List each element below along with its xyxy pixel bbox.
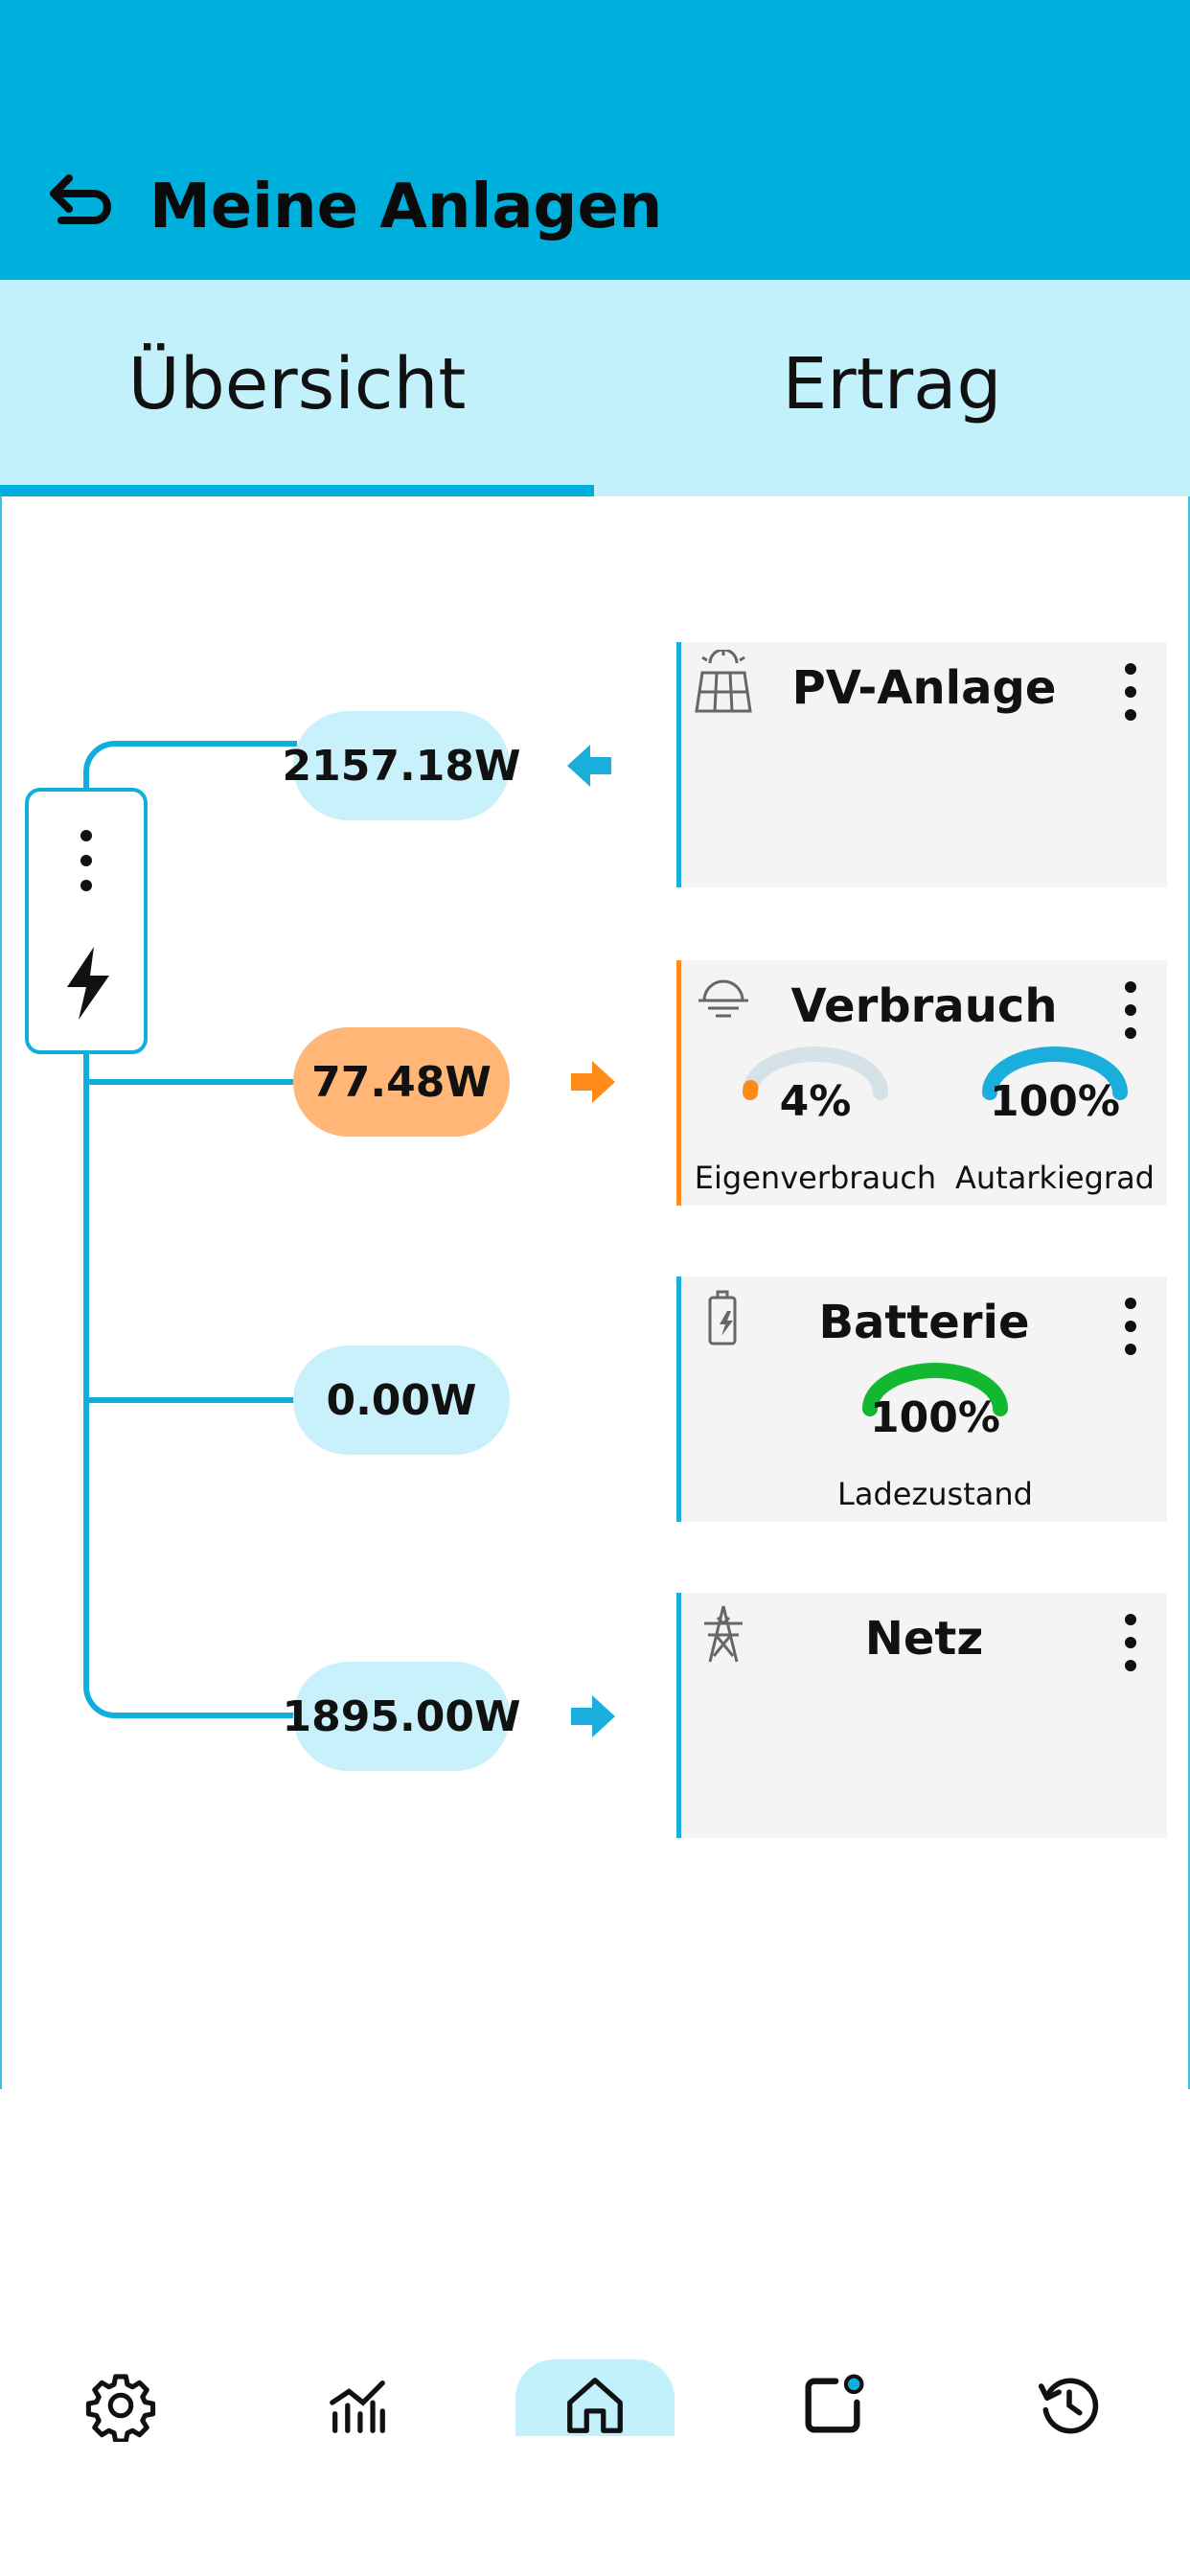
battery-charge-gauge-fill	[862, 1363, 1008, 1416]
notification-icon	[805, 2374, 864, 2433]
consumption-card-title: Verbrauch	[790, 979, 1058, 1033]
battery-power-value: 0.00W	[293, 1346, 510, 1455]
nav-history-button[interactable]	[1012, 2348, 1127, 2463]
chart-icon	[330, 2380, 385, 2433]
battery-charge-value: 100%	[870, 1393, 1000, 1442]
self-consumption-value: 4%	[779, 1077, 852, 1126]
arrow-right-icon	[571, 1695, 615, 1737]
gear-icon	[85, 2374, 156, 2442]
nav-settings-button[interactable]	[63, 2348, 178, 2463]
solar-panel-icon	[695, 650, 752, 713]
self-consumption-label: Eigenverbrauch	[694, 1160, 937, 1196]
power-tower-icon	[704, 1605, 743, 1663]
pv-power-value: 2157.18W	[283, 711, 520, 820]
self-consumption-gauge-fill	[743, 1079, 759, 1100]
autarky-value: 100%	[990, 1077, 1120, 1126]
nav-home-button[interactable]	[538, 2348, 652, 2463]
pv-card[interactable]: PV-Anlage	[676, 642, 1167, 887]
arrow-left-icon	[567, 745, 611, 787]
flow-connector-lines	[83, 741, 297, 1718]
back-button[interactable]	[40, 161, 126, 247]
battery-card-menu-icon[interactable]	[1111, 1294, 1150, 1361]
grid-card[interactable]: Netz	[676, 1593, 1167, 1838]
content-border-left	[0, 496, 2, 2089]
autarky-gauge-fill	[982, 1046, 1128, 1100]
grid-power-value: 1895.00W	[283, 1662, 520, 1771]
consumption-card-menu-icon[interactable]	[1111, 978, 1150, 1045]
nav-notifications-button[interactable]	[775, 2348, 890, 2463]
grid-card-menu-icon[interactable]	[1111, 1610, 1150, 1677]
pv-card-menu-icon[interactable]	[1111, 659, 1150, 726]
content-border-right	[1188, 496, 1190, 2089]
grid-card-title: Netz	[864, 1612, 984, 1666]
autarky-label: Autarkiegrad	[955, 1160, 1155, 1196]
nav-charts-button[interactable]	[300, 2348, 415, 2463]
arrow-right-icon	[571, 1061, 615, 1103]
battery-charging-icon	[708, 1290, 737, 1346]
tab-yield[interactable]: Ertrag	[782, 343, 1002, 426]
home-nav-highlight	[515, 2359, 675, 2436]
tab-overview[interactable]: Übersicht	[127, 343, 467, 426]
consumption-card[interactable]: Verbrauch 4% Eigenverbrauch 100% Autarki…	[676, 960, 1167, 1206]
battery-charge-label: Ladezustand	[837, 1476, 1033, 1512]
energy-hub[interactable]	[25, 788, 148, 1054]
app-header	[0, 0, 1190, 280]
autarky-gauge	[982, 1046, 1128, 1100]
tab-bar	[0, 280, 1190, 496]
pv-card-title: PV-Anlage	[791, 661, 1057, 715]
hub-menu-icon[interactable]	[65, 826, 107, 895]
page-title: Meine Anlagen	[149, 172, 663, 242]
active-tab-indicator	[0, 485, 594, 496]
home-icon	[567, 2378, 623, 2433]
self-consumption-gauge	[743, 1046, 888, 1100]
battery-charge-gauge	[862, 1363, 1008, 1416]
battery-card[interactable]: Batterie 100% Ladezustand	[676, 1276, 1167, 1522]
consumption-power-value: 77.48W	[293, 1027, 510, 1137]
back-arrow-icon	[50, 174, 111, 224]
lightning-icon	[67, 947, 109, 1020]
battery-card-title: Batterie	[818, 1296, 1030, 1349]
lamp-icon	[698, 979, 748, 1018]
history-icon	[1038, 2378, 1099, 2434]
